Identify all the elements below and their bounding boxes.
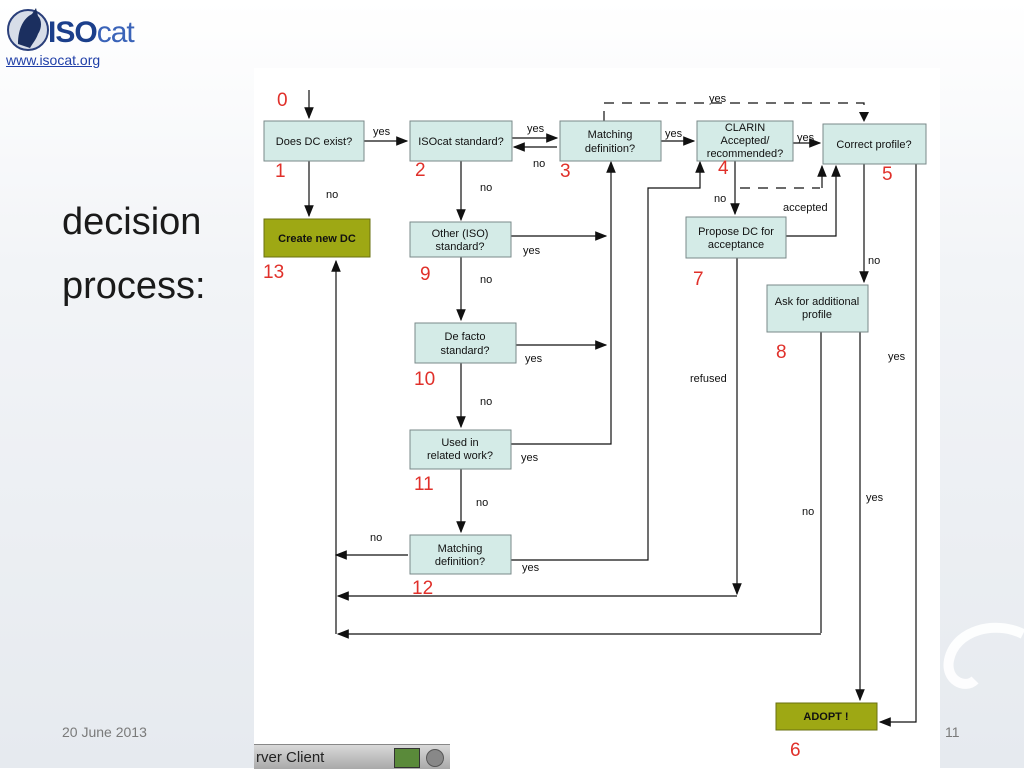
label-7-5-accepted: accepted xyxy=(783,202,828,214)
slide-date: 20 June 2013 xyxy=(62,724,147,740)
label-2-9-no: no xyxy=(480,182,492,194)
node-11-label-2: related work? xyxy=(427,450,493,462)
node-1: Does DC exist? xyxy=(263,120,365,162)
taskbar-fragment: rver Client xyxy=(254,744,450,769)
website-link[interactable]: www.isocat.org xyxy=(6,52,101,68)
node-7-label-1: Propose DC for xyxy=(698,226,774,238)
node-6-label: ADOPT ! xyxy=(803,711,848,723)
node-3-label-1: Matching xyxy=(588,129,633,141)
label-9-10-no: no xyxy=(480,274,492,286)
node-11-label-1: Used in xyxy=(441,437,478,449)
step-numbers: 0 1 2 3 4 5 6 7 8 9 10 11 12 13 xyxy=(263,90,893,761)
label-5-yes-b: yes xyxy=(866,492,884,504)
label-4-7-no: no xyxy=(714,193,726,205)
flowchart-edges xyxy=(304,90,917,727)
node-9-label-2: standard? xyxy=(436,241,485,253)
logo-wordmark: ISOcat xyxy=(48,16,135,50)
node-13: Create new DC xyxy=(263,218,371,258)
node-11: Used in related work? xyxy=(409,429,512,470)
edge-5-yes-to-6 xyxy=(878,164,917,727)
logo-cat-text: cat xyxy=(96,16,135,49)
node-4: CLARIN Accepted/ recommended? xyxy=(696,120,794,162)
step-number-12: 12 xyxy=(412,578,433,599)
flowchart-diagram: Does DC exist? ISOcat standard? Matching… xyxy=(254,68,940,768)
edge-3-5-arrowhead xyxy=(859,112,869,122)
logo-iso-text: ISO xyxy=(48,16,98,49)
step-number-7: 7 xyxy=(693,269,704,290)
node-8-label-2: profile xyxy=(802,309,832,321)
label-8-no: no xyxy=(802,506,814,518)
node-7-label-2: acceptance xyxy=(708,239,764,251)
step-number-10: 10 xyxy=(414,369,435,390)
node-3-label-2: definition? xyxy=(585,143,635,155)
node-7: Propose DC for acceptance xyxy=(685,216,787,259)
node-9: Other (ISO) standard? xyxy=(409,221,512,258)
flowchart-svg: Does DC exist? ISOcat standard? Matching… xyxy=(263,90,927,761)
slide-title: decision process: xyxy=(62,190,206,318)
label-3-4-yes: yes xyxy=(665,128,683,140)
label-12-yes: yes xyxy=(522,562,540,574)
decorative-swirl xyxy=(943,622,1024,689)
node-5: Correct profile? xyxy=(822,123,927,165)
label-11-12-no: no xyxy=(476,497,488,509)
title-line-2: process: xyxy=(62,265,206,307)
label-4-5-yes: yes xyxy=(797,132,815,144)
node-4-label-2: Accepted/ xyxy=(721,135,771,147)
edge-11-yes-to-3 xyxy=(511,160,616,445)
isocat-logo: ISOcat xyxy=(6,4,136,54)
node-5-label: Correct profile? xyxy=(836,139,911,151)
label-5-8-no: no xyxy=(868,255,880,267)
label-1-2-yes: yes xyxy=(373,126,391,138)
step-number-6: 6 xyxy=(790,740,801,761)
node-12: Matching definition? xyxy=(409,534,512,575)
node-8: Ask for additional profile xyxy=(766,284,869,333)
step-number-8: 8 xyxy=(776,342,787,363)
cat-silhouette-icon xyxy=(7,8,49,51)
label-5-yes-a: yes xyxy=(888,351,906,363)
label-3-5-yes: yes xyxy=(709,93,727,105)
step-number-4: 4 xyxy=(718,158,729,179)
node-9-label-1: Other (ISO) xyxy=(432,228,489,240)
app-grid-icon[interactable] xyxy=(394,748,420,768)
step-number-2: 2 xyxy=(415,160,426,181)
node-4-label-1: CLARIN xyxy=(725,122,765,134)
label-10-yes: yes xyxy=(525,353,543,365)
label-3-2-no: no xyxy=(533,158,545,170)
edge-7-5 xyxy=(786,164,841,237)
step-number-13: 13 xyxy=(263,262,284,283)
step-number-11: 11 xyxy=(414,474,434,495)
node-1-label: Does DC exist? xyxy=(276,136,352,148)
node-12-label-2: definition? xyxy=(435,556,485,568)
node-10: De facto standard? xyxy=(414,322,517,364)
step-number-0: 0 xyxy=(277,90,288,111)
node-2-label: ISOcat standard? xyxy=(418,136,504,148)
label-9-yes: yes xyxy=(523,245,541,257)
node-12-label-1: Matching xyxy=(438,543,483,555)
label-2-3-yes: yes xyxy=(527,123,545,135)
edge-3-5-dashed xyxy=(603,102,865,121)
node-3: Matching definition? xyxy=(559,120,662,162)
label-7-refused: refused xyxy=(690,373,727,385)
step-number-5: 5 xyxy=(882,164,893,185)
node-13-label: Create new DC xyxy=(278,233,356,245)
title-line-1: decision xyxy=(62,201,202,243)
node-6: ADOPT ! xyxy=(775,702,878,731)
node-8-label-1: Ask for additional xyxy=(775,296,859,308)
label-11-yes: yes xyxy=(521,452,539,464)
step-number-3: 3 xyxy=(560,161,571,182)
taskbar-client-label[interactable]: rver Client xyxy=(256,749,325,766)
label-1-13-no: no xyxy=(326,189,338,201)
node-10-label-1: De facto xyxy=(445,331,486,343)
taskbar-round-button-icon[interactable] xyxy=(426,749,444,767)
label-10-11-no: no xyxy=(480,396,492,408)
edge-labels: yes yes no yes yes yes no no no accepted… xyxy=(326,93,906,574)
step-number-1: 1 xyxy=(275,161,286,182)
node-10-label-2: standard? xyxy=(441,345,490,357)
node-2: ISOcat standard? xyxy=(409,120,513,162)
step-number-9: 9 xyxy=(420,264,431,285)
node-4-label-3: recommended? xyxy=(707,148,783,160)
label-12-no: no xyxy=(370,532,382,544)
slide-page-number: 11 xyxy=(945,724,960,740)
edge-12-yes-to-4 xyxy=(511,160,705,561)
